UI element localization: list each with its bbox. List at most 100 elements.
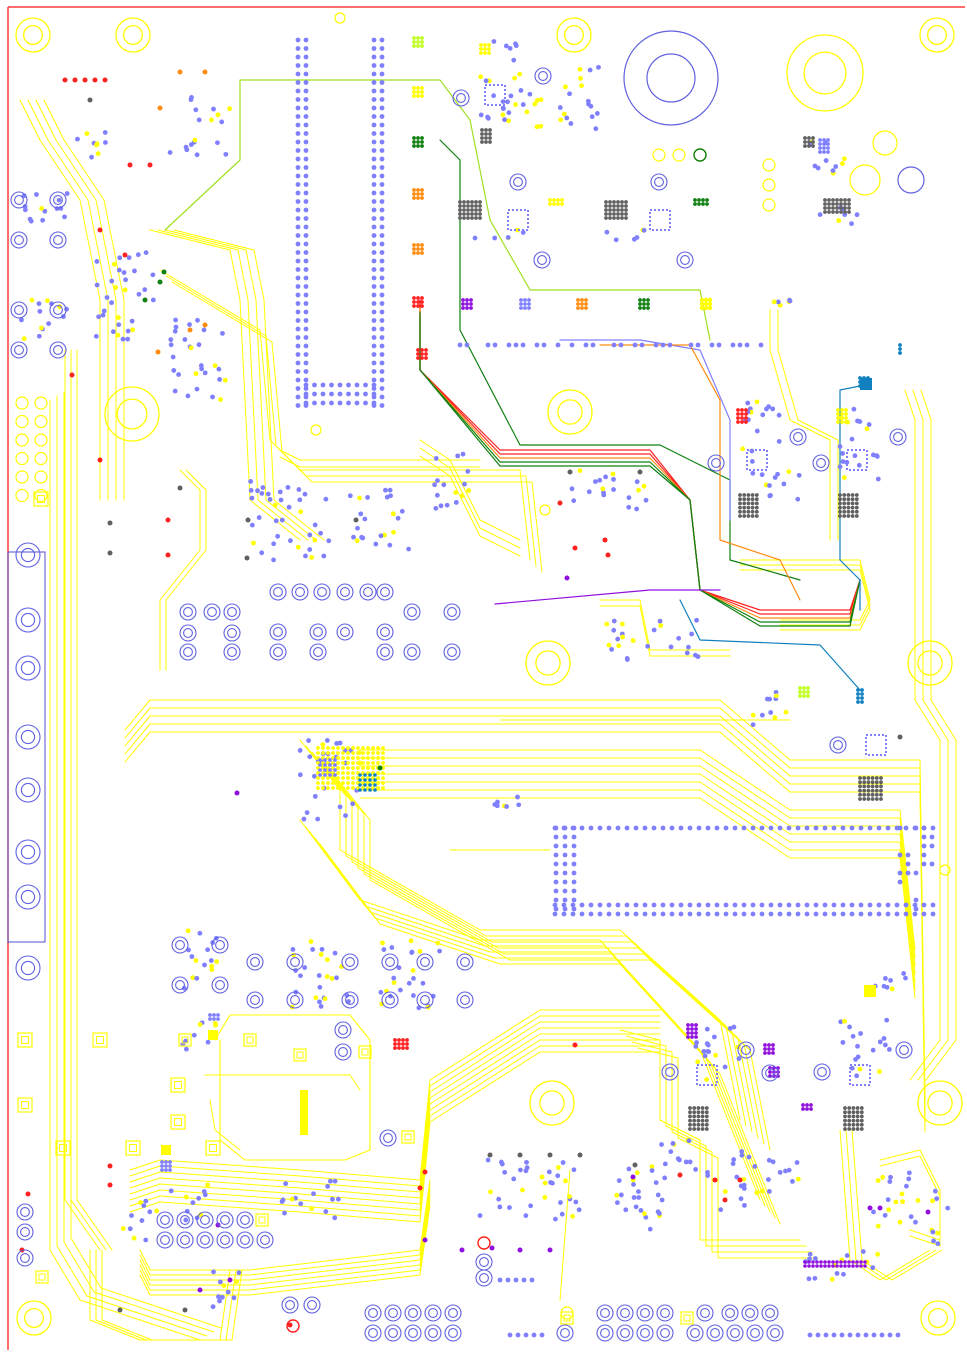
- via: [379, 71, 385, 77]
- pad: [420, 352, 424, 356]
- via: [649, 1168, 655, 1174]
- pad: [803, 144, 807, 148]
- pad: [738, 514, 742, 518]
- ring-pad: [15, 607, 41, 633]
- pad: [466, 208, 470, 212]
- via: [295, 326, 301, 332]
- via: [706, 1049, 712, 1055]
- trace: [920, 389, 957, 1081]
- pad: [416, 196, 420, 200]
- via: [556, 1165, 561, 1170]
- via: [371, 233, 377, 238]
- via: [893, 1199, 899, 1205]
- via: [371, 360, 377, 366]
- pad: [839, 206, 843, 210]
- ring-pad: [379, 1129, 397, 1147]
- via: [303, 241, 309, 247]
- pad: [860, 700, 864, 704]
- pad: [694, 1023, 698, 1027]
- via: [524, 1159, 529, 1165]
- via: [379, 190, 385, 196]
- pad: [368, 788, 372, 792]
- via: [379, 148, 385, 153]
- via: [840, 161, 845, 166]
- via: [295, 139, 301, 145]
- via: [579, 825, 585, 831]
- via: [130, 327, 136, 333]
- via: [441, 482, 447, 488]
- via: [379, 216, 385, 221]
- trace: [70, 349, 107, 1251]
- via: [295, 156, 301, 162]
- via: [379, 343, 385, 349]
- pad: [527, 298, 531, 302]
- pad: [616, 208, 620, 212]
- ring-pad-inner: [273, 627, 283, 637]
- via: [695, 1059, 701, 1065]
- via: [840, 911, 846, 917]
- via: [741, 825, 747, 831]
- via: [116, 322, 122, 328]
- ring-pad-inner: [285, 1300, 295, 1310]
- via: [844, 1253, 850, 1258]
- pad: [333, 773, 337, 777]
- ring-pad: [49, 341, 67, 359]
- via: [223, 151, 229, 157]
- via: [552, 902, 558, 908]
- via: [295, 80, 301, 85]
- via: [553, 1216, 558, 1222]
- via: [313, 995, 319, 1001]
- via: [705, 825, 711, 831]
- ring-pad-inner: [250, 995, 260, 1005]
- square-pad: [293, 1048, 307, 1062]
- via: [777, 911, 783, 917]
- ring-pad-inner: [407, 607, 417, 617]
- pad: [802, 694, 806, 698]
- via: [116, 267, 122, 273]
- via: [659, 1197, 665, 1203]
- via: [501, 106, 506, 112]
- via: [867, 911, 873, 917]
- ring-pad-inner: [240, 1235, 250, 1245]
- pad: [412, 140, 416, 144]
- trace: [139, 1179, 431, 1271]
- via: [705, 1173, 711, 1178]
- ring-pad-inner: [183, 607, 193, 617]
- pad: [696, 1127, 701, 1131]
- ring-pad-inner: [408, 1308, 418, 1318]
- via: [523, 1213, 529, 1219]
- via: [365, 495, 370, 500]
- pad: [620, 200, 624, 204]
- via: [562, 897, 568, 903]
- via: [887, 1332, 893, 1338]
- pad: [346, 756, 350, 760]
- ring-pad-inner: [710, 1328, 720, 1338]
- pad: [381, 776, 385, 780]
- via: [897, 879, 903, 885]
- via: [42, 208, 48, 214]
- via: [866, 422, 872, 427]
- pad: [478, 216, 482, 220]
- ring-pad: [452, 89, 470, 107]
- pad: [466, 212, 470, 216]
- pad-ring-red: [286, 1319, 300, 1333]
- ring-pad-inner: [175, 940, 185, 950]
- ring-pad: [534, 67, 552, 85]
- via: [759, 825, 765, 831]
- ring-pad-inner: [307, 1300, 317, 1310]
- via: [754, 428, 760, 434]
- pad: [416, 356, 420, 360]
- ring-pad-inner: [680, 255, 690, 265]
- ring-pad: [424, 1304, 442, 1322]
- via: [225, 1289, 231, 1295]
- pad: [700, 1118, 705, 1123]
- ring-pad-inner: [240, 1215, 250, 1225]
- trace: [359, 749, 916, 951]
- ring-pad: [223, 643, 241, 661]
- via: [346, 382, 351, 388]
- ring-pad-inner: [53, 345, 63, 355]
- trace: [139, 1199, 431, 1291]
- via: [804, 911, 810, 917]
- pad: [371, 761, 375, 765]
- via: [215, 112, 221, 118]
